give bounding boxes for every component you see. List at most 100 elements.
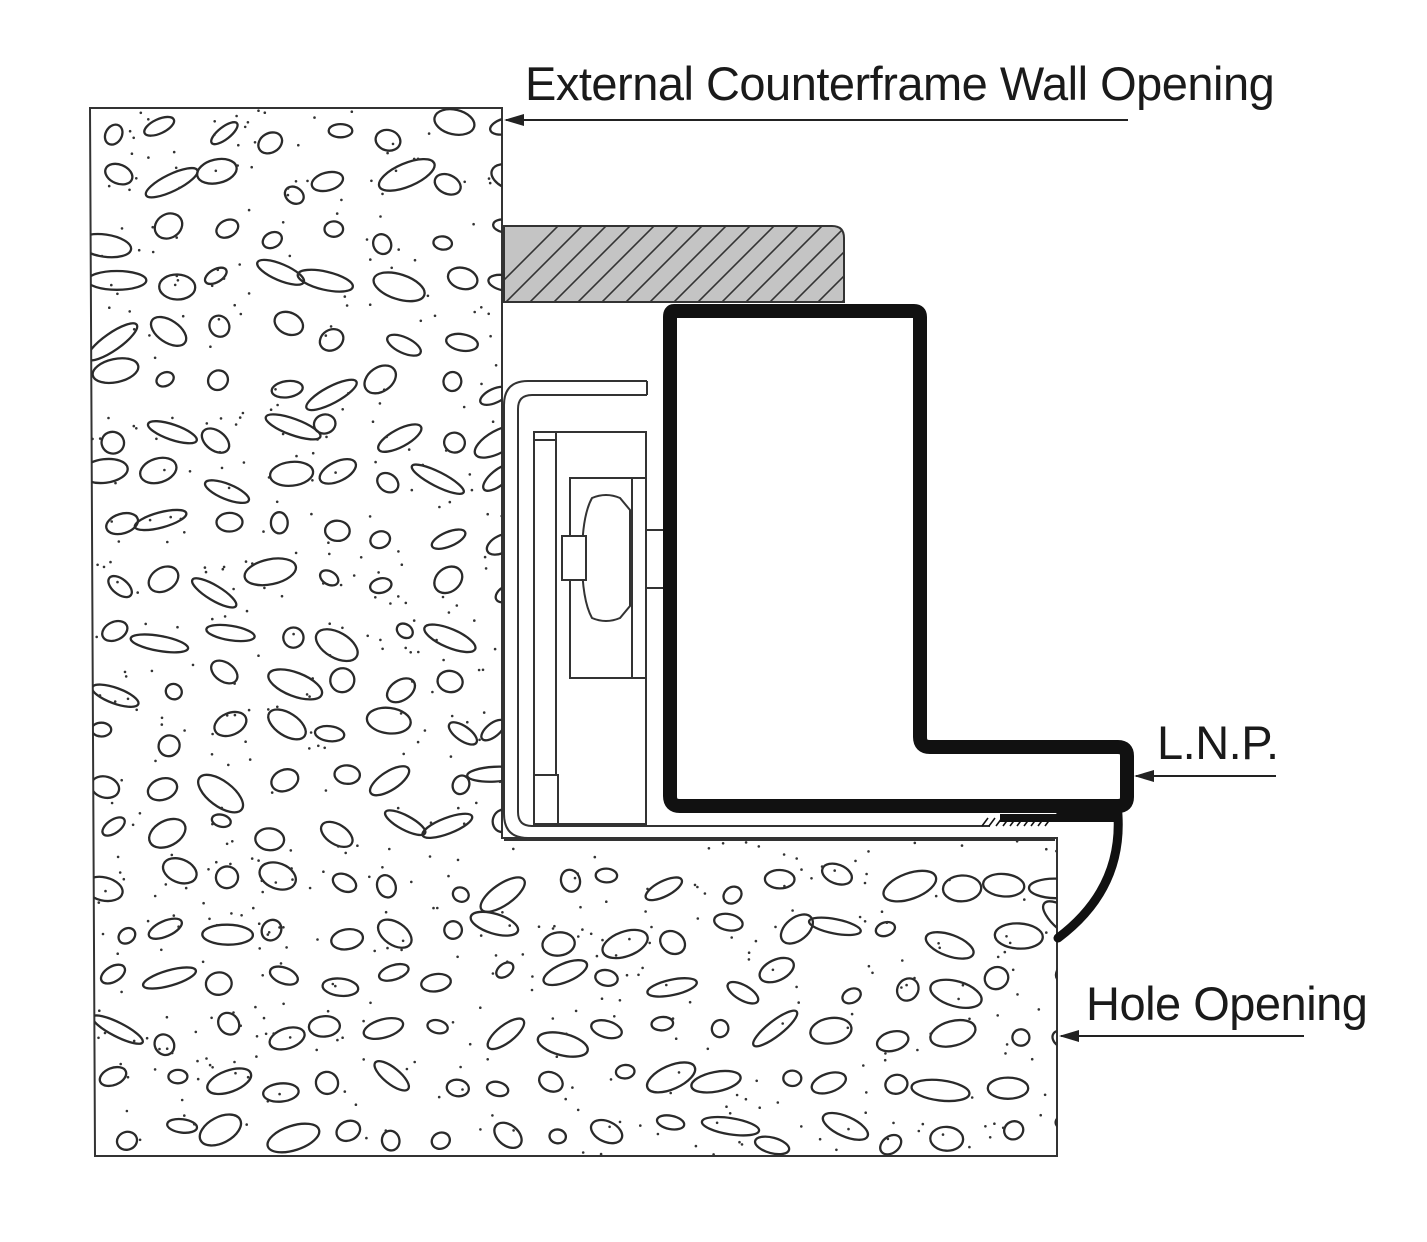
aggregate-dot bbox=[250, 857, 254, 860]
aggregate-dot bbox=[232, 587, 235, 591]
aggregate-dot bbox=[461, 1088, 464, 1091]
aggregate-stone bbox=[503, 635, 525, 653]
aggregate-dot bbox=[136, 591, 139, 594]
aggregate-dot bbox=[128, 188, 131, 192]
aggregate-stone bbox=[166, 1117, 199, 1134]
aggregate-dot bbox=[712, 1153, 715, 1156]
aggregate-dot bbox=[493, 647, 497, 651]
aggregate-dot bbox=[381, 647, 384, 651]
aggregate-stone bbox=[167, 1068, 189, 1085]
aggregate-stone bbox=[269, 511, 289, 535]
wood-hatch-line bbox=[599, 226, 681, 302]
aggregate-stone bbox=[200, 427, 231, 454]
aggregate-dot bbox=[241, 411, 245, 415]
aggregate-dot bbox=[738, 1140, 741, 1144]
aggregate-stone bbox=[383, 809, 427, 837]
aggregate-stone bbox=[929, 1018, 977, 1048]
aggregate-stone bbox=[146, 420, 198, 445]
aggregate-stone bbox=[323, 519, 351, 543]
aggregate-dot bbox=[153, 356, 157, 360]
aggregate-dot bbox=[740, 1143, 744, 1146]
aggregate-stone bbox=[215, 218, 240, 239]
aggregate-dot bbox=[934, 894, 938, 898]
aggregate-dot bbox=[246, 1075, 250, 1079]
aggregate-dot bbox=[1003, 950, 1007, 954]
aggregate-dot bbox=[797, 1001, 800, 1004]
aggregate-stone bbox=[548, 1128, 568, 1145]
aggregate-dot bbox=[329, 325, 333, 328]
aggregate-stone bbox=[205, 623, 256, 643]
aggregate-dot bbox=[297, 272, 300, 275]
aggregate-stone bbox=[210, 659, 239, 685]
aggregate-dot bbox=[921, 1122, 925, 1126]
aggregate-dot bbox=[110, 801, 114, 805]
aggregate-dot bbox=[116, 580, 119, 584]
aggregate-stone bbox=[710, 1018, 730, 1039]
aggregate-dot bbox=[456, 955, 459, 959]
aggregate-dot bbox=[491, 1114, 494, 1117]
aggregate-dot bbox=[468, 473, 472, 476]
aggregate-dot bbox=[486, 1058, 490, 1061]
aggregate-dot bbox=[703, 892, 707, 895]
aggregate-dot bbox=[457, 806, 460, 810]
aggregate-dot bbox=[576, 872, 579, 875]
aggregate-dot bbox=[508, 924, 512, 927]
aggregate-dot bbox=[581, 928, 584, 931]
aggregate-stone bbox=[421, 812, 474, 839]
aggregate-dot bbox=[211, 1066, 214, 1069]
aggregate-stone bbox=[161, 857, 198, 885]
aggregate-dot bbox=[239, 1024, 242, 1027]
aggregate-dot bbox=[218, 450, 222, 454]
aggregate-dot bbox=[281, 221, 285, 224]
aggregate-stone bbox=[197, 773, 245, 814]
aggregate-dot bbox=[177, 925, 180, 928]
wood-hatch-line bbox=[767, 226, 844, 302]
aggregate-dot bbox=[747, 958, 751, 961]
aggregate-stone bbox=[469, 910, 520, 937]
aggregate-dot bbox=[774, 925, 777, 929]
aggregate-dot bbox=[744, 841, 748, 844]
aggregate-dot bbox=[324, 334, 328, 337]
aggregate-dot bbox=[665, 983, 668, 987]
aggregate-dot bbox=[477, 668, 481, 672]
aggregate-stone bbox=[445, 332, 479, 353]
aggregate-stone bbox=[115, 1130, 139, 1151]
wood-hatch-line bbox=[864, 224, 944, 304]
aggregate-dot bbox=[941, 1133, 945, 1136]
aggregate-dot bbox=[202, 901, 205, 905]
aggregate-dot bbox=[244, 740, 247, 743]
aggregate-stone bbox=[986, 1076, 1030, 1100]
aggregate-stone bbox=[376, 918, 413, 949]
aggregate-dot bbox=[865, 1091, 868, 1094]
aggregate-dot bbox=[151, 225, 154, 229]
aggregate-dot bbox=[506, 960, 509, 963]
aggregate-stone bbox=[369, 530, 392, 550]
aggregate-dot bbox=[255, 1035, 259, 1038]
aggregate-dot bbox=[968, 1017, 971, 1021]
aggregate-dot bbox=[847, 1127, 850, 1131]
aggregate-dot bbox=[220, 806, 224, 810]
aggregate-dot bbox=[1030, 1057, 1034, 1061]
aggregate-dot bbox=[394, 169, 398, 173]
aggregate-dot bbox=[188, 470, 192, 473]
aggregate-stone bbox=[374, 128, 402, 152]
aggregate-dot bbox=[183, 729, 186, 732]
aggregate-dot bbox=[754, 939, 758, 943]
aggregate-dot bbox=[237, 143, 240, 147]
aggregate-dot bbox=[183, 531, 186, 534]
aggregate-dot bbox=[222, 277, 226, 280]
aggregate-stone bbox=[208, 314, 231, 338]
aggregate-dot bbox=[238, 263, 241, 266]
aggregate-dot bbox=[988, 1136, 992, 1139]
aggregate-dot bbox=[417, 650, 420, 654]
aggregate-dot bbox=[196, 1059, 199, 1063]
aggregate-dot bbox=[116, 855, 120, 859]
aggregate-dot bbox=[102, 565, 106, 569]
aggregate-dot bbox=[169, 515, 172, 519]
aggregate-stone bbox=[433, 108, 476, 136]
aggregate-dot bbox=[135, 177, 138, 180]
aggregate-stone bbox=[365, 706, 412, 735]
aggregate-dot bbox=[721, 842, 725, 845]
aggregate-stone bbox=[268, 965, 299, 986]
aggregate-stone bbox=[129, 633, 190, 654]
